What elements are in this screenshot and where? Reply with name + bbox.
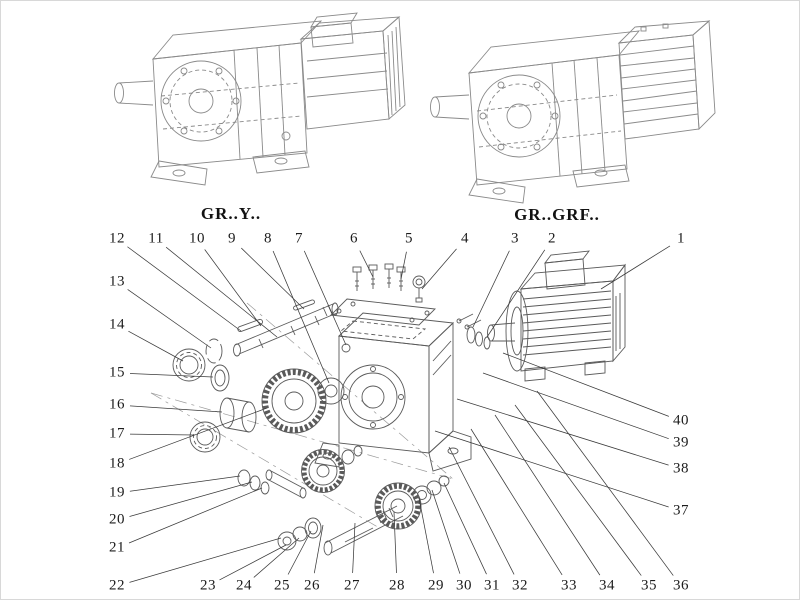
leader-line-32 [448, 446, 515, 575]
leader-line-9 [241, 247, 305, 310]
leader-line-33 [470, 428, 563, 576]
output-shaft [114, 80, 154, 106]
gearbox-housing-top [151, 20, 323, 60]
leader-line-21 [128, 487, 263, 544]
leader-line-34 [494, 414, 601, 576]
terminal-box [544, 258, 586, 290]
leader-line-15 [129, 373, 214, 378]
leader-line-37 [434, 430, 669, 508]
leader-line-24 [253, 537, 300, 578]
output-shaft-assembly-drawing [277, 475, 450, 556]
leader-line-35 [514, 404, 642, 576]
output-flange [160, 60, 242, 142]
eye-bolt-drawing [412, 275, 426, 303]
leader-line-1 [600, 245, 671, 290]
exploded-view-drawing [150, 250, 626, 556]
leader-line-4 [421, 248, 457, 290]
motor-flange [505, 290, 529, 372]
shaft-key [293, 299, 315, 311]
leader-line-28 [393, 511, 397, 574]
leader-line-13 [127, 289, 212, 349]
leader-lines [127, 245, 674, 583]
ball-bearing-drawing [172, 348, 206, 382]
gearbox-housing-top [467, 30, 641, 74]
ball-bearing-drawing [189, 421, 221, 453]
gear-housing-drawing [314, 312, 472, 472]
leader-line-11 [165, 246, 278, 338]
leader-line-8 [272, 250, 330, 384]
small-bearing-drawing [317, 377, 345, 405]
model-label-gr-y: GR..Y.. [200, 204, 262, 223]
leader-line-17 [129, 433, 195, 436]
exploded-motor-drawing [487, 250, 626, 382]
leader-line-30 [431, 489, 461, 574]
motor-spacers-drawing [456, 313, 491, 350]
mounting-foot [468, 178, 526, 204]
gearmotor-gr-grf-drawing [430, 20, 716, 204]
large-gear-drawing [261, 368, 327, 434]
leader-line-22 [129, 537, 282, 583]
leader-line-29 [418, 497, 434, 574]
retaining-ring [205, 338, 223, 364]
leader-line-20 [129, 481, 253, 517]
cover-plate-drawing [330, 298, 436, 326]
gearbox-housing-front [152, 42, 308, 168]
leader-line-2 [486, 249, 546, 338]
leader-line-12 [127, 246, 242, 332]
oil-seal-drawing [210, 364, 230, 392]
model-label-gr-grf: GR..GRF.. [514, 205, 600, 224]
leader-line-27 [352, 522, 356, 574]
mounting-foot [572, 164, 630, 188]
finned-adapter-drawing [617, 20, 716, 140]
housing-foot [428, 430, 472, 472]
leader-line-7 [303, 250, 347, 346]
leader-line-39 [482, 372, 669, 440]
vent-plug [341, 343, 351, 353]
motor-foot [524, 366, 546, 382]
leader-line-25 [287, 530, 312, 575]
leader-line-38 [456, 398, 669, 466]
input-shaft-drawing [233, 302, 339, 357]
leader-line-6 [359, 250, 374, 278]
leader-line-3 [472, 250, 510, 328]
leader-line-31 [443, 482, 487, 575]
mounting-foot [150, 160, 208, 186]
leader-line-19 [129, 475, 241, 492]
motor-foot [584, 360, 606, 376]
leader-line-18 [129, 407, 268, 460]
motor-drawing [299, 12, 406, 130]
shaft-key [237, 318, 263, 333]
leader-line-14 [128, 330, 184, 362]
leader-line-40 [502, 352, 669, 417]
cover-bolts-drawing [352, 263, 406, 291]
mounting-foot [252, 150, 310, 174]
leader-line-16 [129, 405, 223, 413]
gearmotor-gr-y-drawing [114, 12, 406, 186]
leader-line-26 [313, 524, 324, 574]
output-shaft [430, 94, 470, 120]
leader-line-23 [219, 544, 287, 581]
leader-line-36 [536, 390, 674, 576]
housing-foot [314, 442, 340, 468]
leader-line-10 [204, 249, 262, 327]
leader-line-5 [400, 251, 407, 280]
output-flange [477, 74, 561, 158]
housing-bore [340, 364, 406, 430]
spacer-sleeve-drawing [219, 397, 257, 433]
intermediate-shaft-drawing [237, 445, 363, 499]
gearbox-housing-front [468, 54, 628, 186]
